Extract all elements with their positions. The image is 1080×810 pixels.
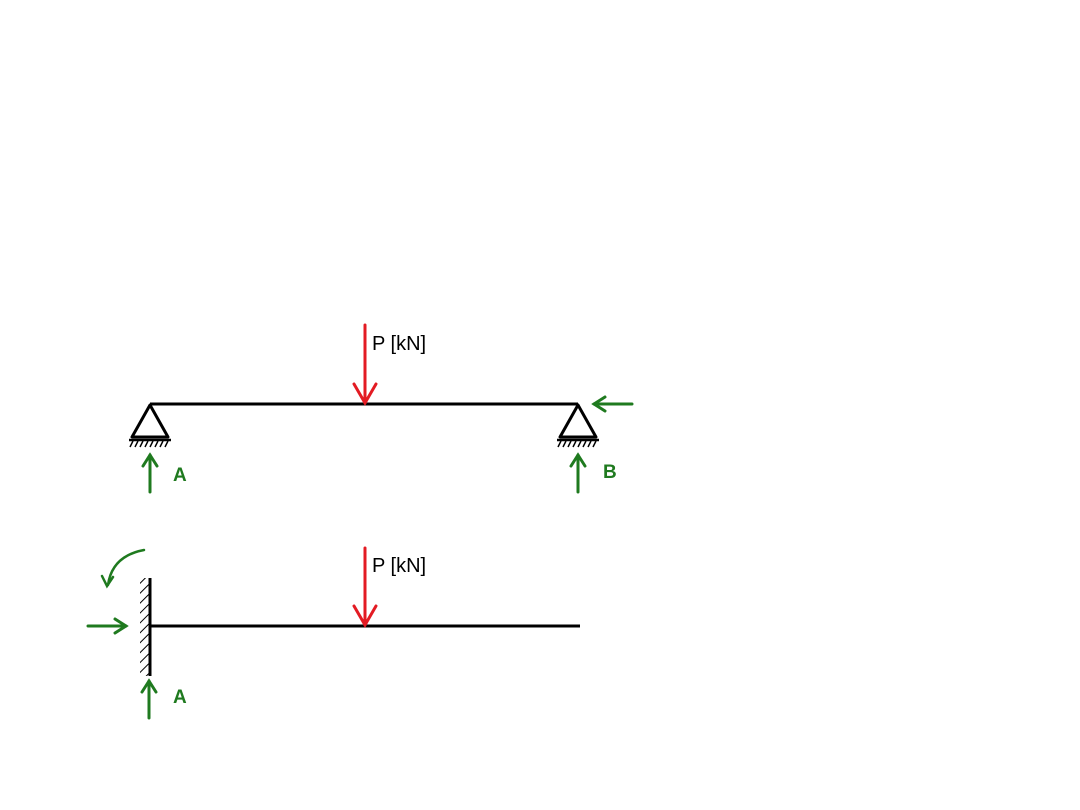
pin-support-left	[129, 403, 171, 448]
reaction-arrow-b-horizontal	[591, 395, 634, 413]
load-label: P [kN]	[372, 555, 426, 577]
reaction-arrow-a-vertical	[140, 678, 158, 720]
reaction-label-a: A	[173, 465, 187, 486]
reaction-label-a: A	[173, 687, 187, 708]
reaction-arrow-b-vertical	[569, 452, 587, 494]
reaction-arrow-a-horizontal	[86, 617, 129, 635]
reaction-label-b: B	[603, 462, 617, 483]
load-arrow	[352, 323, 378, 406]
load-arrow	[352, 546, 378, 628]
simply-supported-beam: P [kN]	[129, 323, 634, 494]
reaction-arrow-a-vertical	[141, 452, 159, 494]
load-label: P [kN]	[372, 333, 426, 355]
pin-support-right	[557, 403, 599, 448]
fixed-support	[140, 578, 152, 676]
cantilever-beam: P [kN] A	[86, 546, 580, 720]
reaction-moment-arrow	[100, 548, 146, 589]
